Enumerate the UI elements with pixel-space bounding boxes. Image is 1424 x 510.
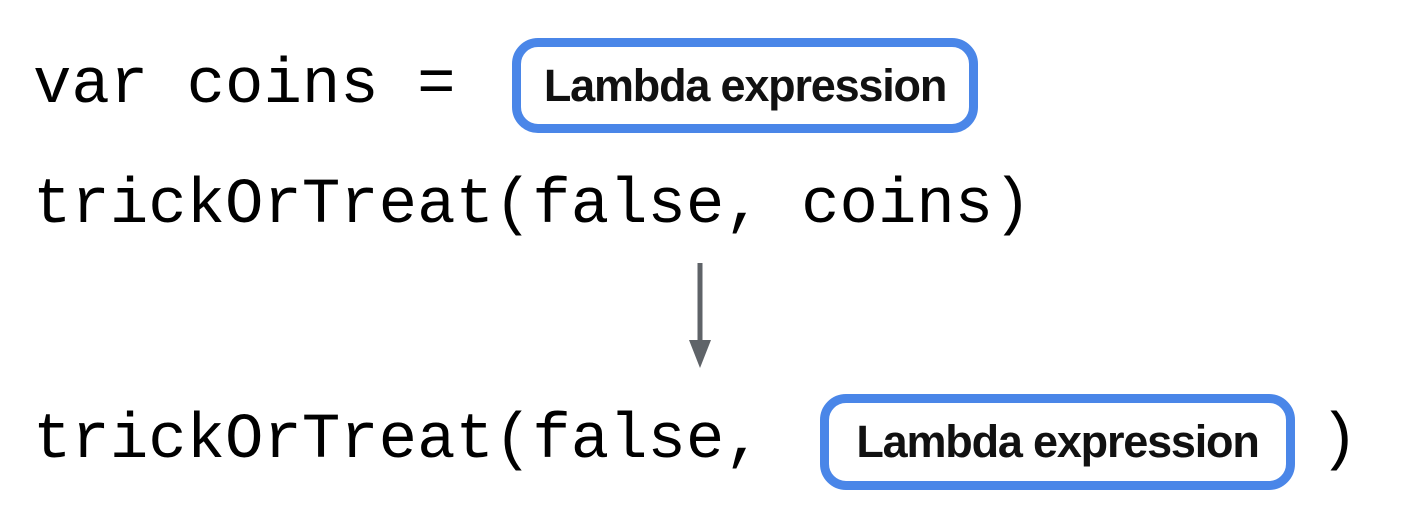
code-var-declaration: var coins = bbox=[33, 50, 456, 122]
code-function-call-with-coins: trickOrTreat(false, coins) bbox=[33, 170, 1032, 242]
lambda-expression-label: Lambda expression bbox=[543, 59, 947, 111]
down-arrow-icon bbox=[686, 263, 714, 368]
code-closing-paren: ) bbox=[1320, 405, 1359, 477]
lambda-expression-label: Lambda expression bbox=[856, 416, 1259, 467]
lambda-expression-box-top: Lambda expression bbox=[512, 38, 978, 133]
code-function-call-before-box: trickOrTreat(false, bbox=[33, 405, 763, 477]
lambda-expression-box-bottom: Lambda expression bbox=[820, 394, 1295, 490]
